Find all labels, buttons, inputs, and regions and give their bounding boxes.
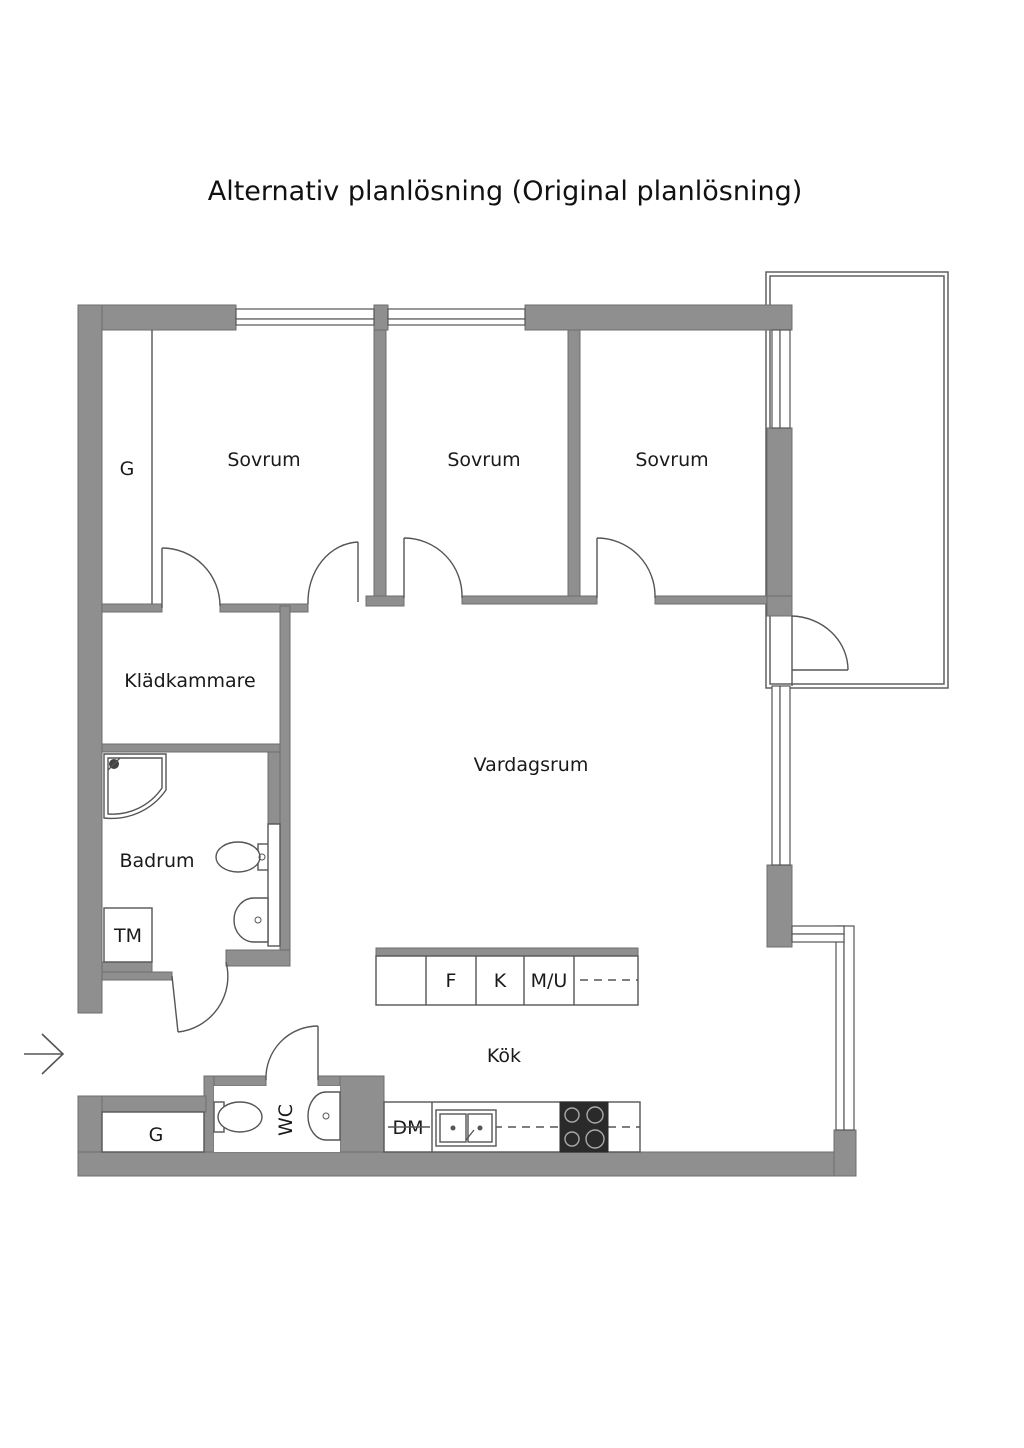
stove-icon: [559, 1101, 609, 1153]
shower-icon: [103, 753, 167, 820]
room-label-badrum: Badrum: [119, 850, 194, 872]
windows: [235, 308, 855, 1131]
kitchen-island: F K M/U: [375, 947, 639, 1006]
exterior-walls: [77, 304, 857, 1177]
washbasin-icon: [233, 823, 281, 947]
wc-label: WC: [275, 1104, 297, 1136]
garderob-hall: G: [101, 1111, 205, 1153]
kitchen-counter: DM: [383, 1101, 641, 1153]
toilet-icon: [217, 1101, 263, 1133]
frys-label: K: [494, 970, 507, 992]
tvattmaskin: TM: [103, 907, 153, 963]
kyl-label: F: [446, 970, 457, 992]
garderob-hall-label: G: [149, 1124, 164, 1146]
plan-title: Alternativ planlösning (Original planlös…: [208, 176, 803, 207]
wc: WC: [213, 1086, 341, 1152]
room-label-vardagsrum: Vardagsrum: [474, 754, 589, 776]
garderob-label: G: [120, 458, 135, 480]
room-label-sovrum-3: Sovrum: [635, 449, 708, 471]
toilet-icon: [215, 841, 271, 873]
interior-walls: [101, 329, 793, 1153]
sink-icon: [435, 1109, 497, 1147]
room-label-kladkammare: Klädkammare: [124, 670, 256, 692]
room-label-kok: Kök: [487, 1045, 521, 1067]
doors: [161, 537, 849, 1081]
tvattmaskin-label: TM: [113, 925, 142, 947]
entrance-arrow-icon: [24, 1033, 65, 1075]
room-label-sovrum-1: Sovrum: [227, 449, 300, 471]
washbasin-icon: [307, 1091, 341, 1141]
room-label-sovrum-2: Sovrum: [447, 449, 520, 471]
diskmaskin-label: DM: [392, 1117, 423, 1139]
balcony: [765, 271, 949, 689]
garderob-bedroom: G: [120, 330, 153, 604]
mikro-ugn-label: M/U: [531, 970, 568, 992]
